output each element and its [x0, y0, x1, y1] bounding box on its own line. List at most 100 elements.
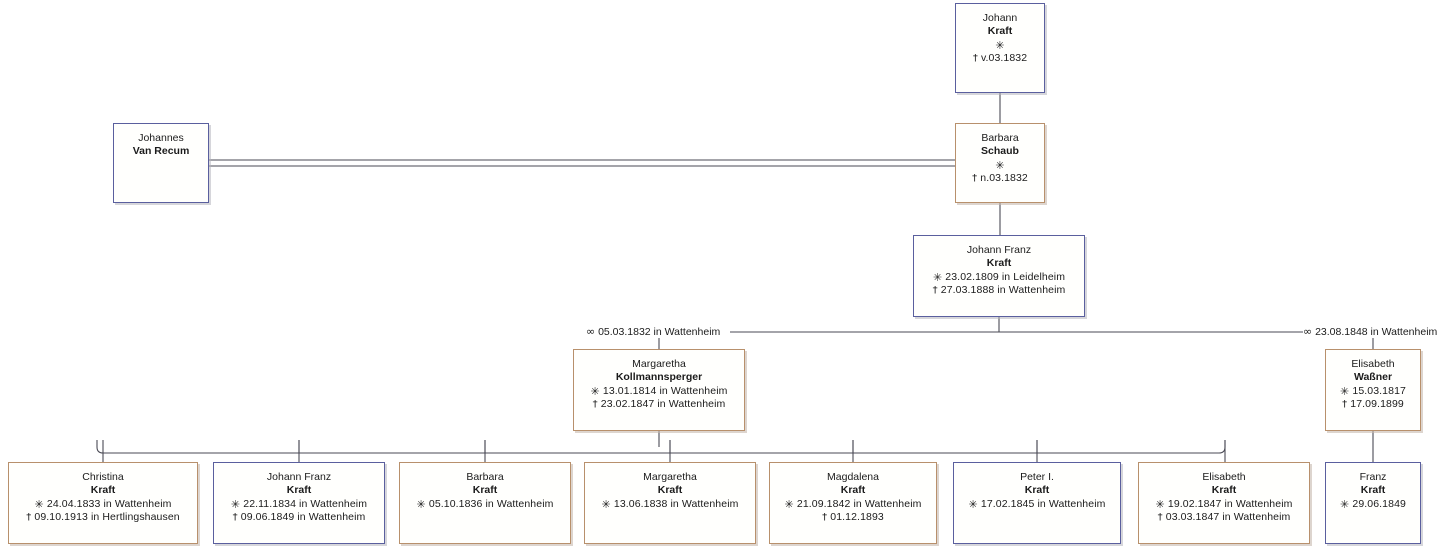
death-dagger-icon: † — [972, 53, 978, 64]
death-dagger-icon: † — [1342, 399, 1348, 410]
person-given-name: Elisabeth — [1351, 358, 1395, 370]
marriage-label-marriage-1: ∞ 05.03.1832 in Wattenheim — [586, 325, 720, 339]
birth-asterisk-icon: ✳ — [995, 39, 1005, 52]
person-given-name: Barbara — [981, 132, 1019, 144]
person-given-name: Johann Franz — [966, 244, 1032, 256]
person-event-text: 29.06.1849 — [1349, 498, 1406, 510]
person-surname: Kraft — [1211, 484, 1237, 496]
person-event-text: 13.01.1814 in Wattenheim — [599, 385, 728, 397]
death-dagger-icon: † — [822, 512, 828, 523]
person-event-text: 21.09.1842 in Wattenheim — [793, 498, 922, 510]
person-surname: Schaub — [981, 145, 1019, 157]
marriage-label-marriage-2: ∞ 23.08.1848 in Wattenheim — [1303, 325, 1437, 339]
person-event-birth: ✳ 29.06.1849 — [1326, 497, 1420, 511]
death-dagger-icon: † — [972, 173, 978, 184]
person-given-name: Magdalena — [827, 471, 879, 483]
person-surname: Kraft — [987, 25, 1013, 37]
person-event-death: † 01.12.1893 — [770, 511, 936, 524]
person-event-birth: ✳ — [956, 158, 1044, 172]
person-given-name: Elisabeth — [1202, 471, 1246, 483]
person-surname: Kraft — [1024, 484, 1050, 496]
person-surname: Kraft — [472, 484, 498, 496]
person-event-text: 23.02.1809 in Leidelheim — [942, 271, 1066, 283]
person-event-death: † 17.09.1899 — [1326, 398, 1420, 411]
person-event-text: 03.03.1847 in Wattenheim — [1162, 511, 1291, 523]
person-surname: Kraft — [840, 484, 866, 496]
person-event-text: 09.10.1913 in Hertlingshausen — [31, 511, 180, 523]
person-event-birth: ✳ 19.02.1847 in Wattenheim — [1139, 497, 1309, 511]
person-event-death: † 09.10.1913 in Hertlingshausen — [9, 511, 197, 524]
person-surname: Kraft — [657, 484, 683, 496]
person-event-text: 05.10.1836 in Wattenheim — [425, 498, 554, 510]
birth-asterisk-icon: ✳ — [784, 498, 794, 511]
person-given-name: Barbara — [466, 471, 504, 483]
marriage-date-place: 05.03.1832 in Wattenheim — [595, 326, 721, 338]
birth-asterisk-icon: ✳ — [230, 498, 241, 511]
person-surname: Kraft — [286, 484, 312, 496]
marriage-rings-icon: ∞ — [1303, 325, 1313, 338]
marriage-date-place: 23.08.1848 in Wattenheim — [1312, 326, 1438, 338]
person-event-text: n.03.1832 — [977, 172, 1028, 184]
person-event-text: 22.11.1834 in Wattenheim — [240, 498, 368, 510]
person-event-text: 17.09.1899 — [1347, 398, 1404, 410]
person-box-peter-i-kraft[interactable]: Peter I.Kraft✳ 17.02.1845 in Wattenheim — [953, 462, 1121, 544]
person-surname: Van Recum — [132, 145, 190, 157]
person-given-name: Johann Franz — [266, 471, 332, 483]
person-event-text: 15.03.1817 — [1349, 385, 1406, 397]
birth-asterisk-icon: ✳ — [968, 498, 978, 511]
person-event-death: † 27.03.1888 in Wattenheim — [914, 284, 1084, 297]
birth-asterisk-icon: ✳ — [1340, 385, 1350, 398]
person-event-death: † 09.06.1849 in Wattenheim — [214, 511, 384, 524]
death-dagger-icon: † — [26, 512, 32, 523]
person-event-text: 23.02.1847 in Wattenheim — [597, 398, 726, 410]
death-dagger-icon: † — [232, 512, 238, 523]
person-surname: Waßner — [1353, 371, 1393, 383]
person-given-name: Margaretha — [632, 358, 686, 370]
person-event-text: 13.06.1838 in Wattenheim — [610, 498, 739, 510]
person-given-name: Christina — [82, 471, 124, 483]
person-event-death: † v.03.1832 — [956, 52, 1044, 65]
birth-asterisk-icon: ✳ — [1340, 498, 1350, 511]
death-dagger-icon: † — [932, 285, 938, 296]
birth-asterisk-icon: ✳ — [416, 498, 426, 511]
birth-asterisk-icon: ✳ — [932, 271, 943, 284]
person-event-birth: ✳ 05.10.1836 in Wattenheim — [400, 497, 570, 511]
person-given-name: Peter I. — [1020, 471, 1054, 483]
person-given-name: Margaretha — [643, 471, 697, 483]
person-event-text: 27.03.1888 in Wattenheim — [937, 284, 1066, 296]
person-event-birth: ✳ 23.02.1809 in Leidelheim — [914, 270, 1084, 284]
person-surname: Kraft — [986, 257, 1012, 269]
person-event-birth: ✳ 17.02.1845 in Wattenheim — [954, 497, 1120, 511]
birth-asterisk-icon: ✳ — [995, 159, 1005, 172]
person-event-birth: ✳ 24.04.1833 in Wattenheim — [9, 497, 197, 511]
person-event-birth: ✳ 21.09.1842 in Wattenheim — [770, 497, 936, 511]
person-event-birth: ✳ 22.11.1834 in Wattenheim — [214, 497, 384, 511]
person-event-death: † 23.02.1847 in Wattenheim — [574, 398, 744, 411]
person-given-name: Franz — [1359, 471, 1387, 483]
birth-asterisk-icon: ✳ — [34, 498, 44, 511]
person-surname: Kraft — [90, 484, 116, 496]
death-dagger-icon: † — [1157, 512, 1163, 523]
birth-asterisk-icon: ✳ — [601, 498, 611, 511]
person-event-text: v.03.1832 — [977, 52, 1028, 64]
person-event-birth: ✳ 13.06.1838 in Wattenheim — [585, 497, 755, 511]
person-event-birth: ✳ — [956, 38, 1044, 52]
person-surname: Kraft — [1360, 484, 1386, 496]
marriage-rings-icon: ∞ — [586, 325, 596, 338]
birth-asterisk-icon: ✳ — [1155, 498, 1165, 511]
person-surname: Kollmannsperger — [615, 371, 703, 383]
